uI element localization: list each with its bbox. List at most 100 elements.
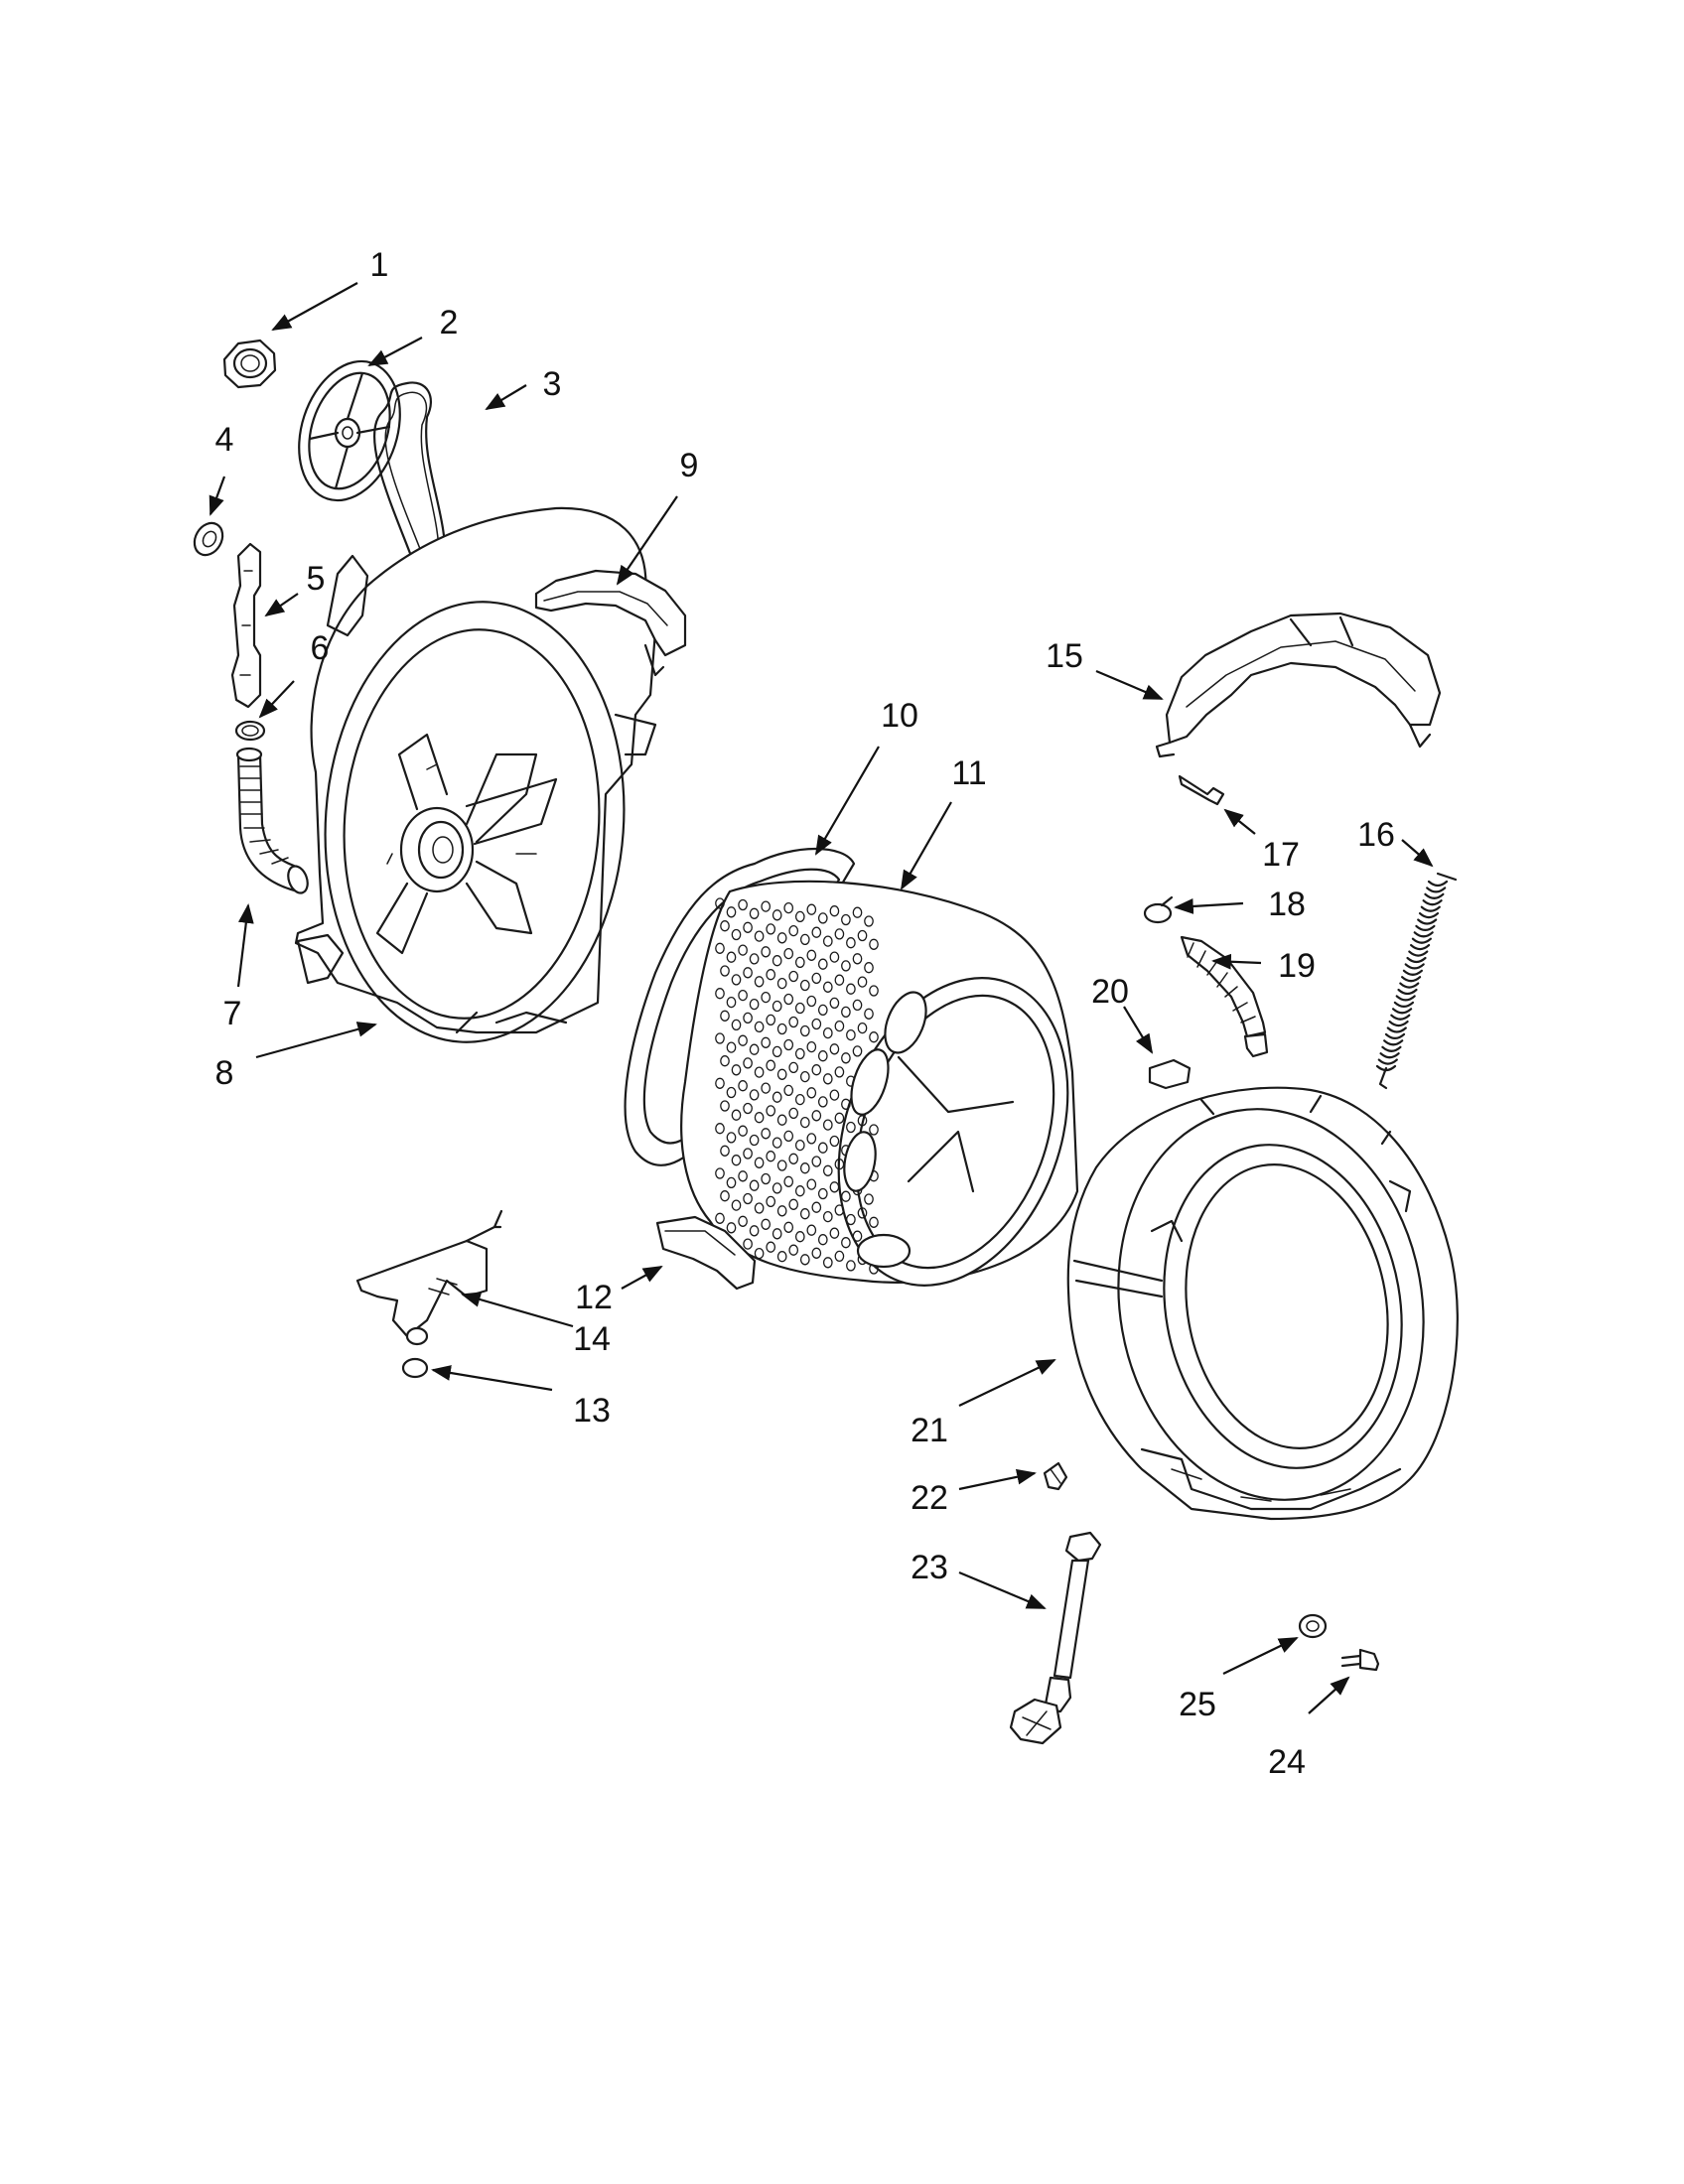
drum-perforation — [743, 1148, 753, 1160]
part-24-bolt — [1340, 1648, 1380, 1672]
part-25-grommet — [1298, 1613, 1328, 1639]
spring-coil — [1418, 912, 1440, 919]
callout-24: 24 — [1268, 1743, 1306, 1781]
drum-perforation — [794, 956, 805, 969]
drum-perforation — [841, 960, 851, 972]
drum-perforation — [822, 935, 833, 947]
part-21-front-tub — [1066, 1086, 1459, 1521]
callout-20: 20 — [1091, 973, 1129, 1011]
spring-coil — [1383, 1039, 1404, 1046]
drum-perforation — [783, 1175, 794, 1187]
drum-perforation — [749, 1043, 760, 1055]
callout-13: 13 — [573, 1392, 611, 1430]
drum-perforation — [817, 1187, 828, 1200]
drum-perforation — [761, 900, 772, 912]
part-4-nut — [193, 521, 224, 557]
spring-coil — [1415, 924, 1436, 931]
drum-perforation — [772, 1137, 782, 1149]
drum-perforation — [743, 1012, 753, 1024]
drum-perforation — [788, 1061, 799, 1074]
drum-perforation — [817, 1234, 828, 1246]
drum-perforation — [766, 969, 776, 981]
drum-perforation — [811, 1110, 822, 1122]
drum-perforation — [811, 926, 822, 938]
drum-perforation — [726, 996, 737, 1009]
spring-coil — [1390, 1014, 1411, 1021]
drum-perforation — [799, 1070, 810, 1083]
drum-perforation — [731, 1199, 742, 1211]
drum-perforation — [731, 1019, 742, 1031]
drum-perforation — [788, 924, 799, 937]
part-6-clamp — [234, 720, 266, 742]
drum-perforation — [834, 928, 845, 940]
drum-perforation — [841, 1052, 851, 1064]
drum-perforation — [806, 903, 817, 915]
drum-perforation — [754, 976, 765, 988]
drum-perforation — [864, 1193, 874, 1205]
callout-23: 23 — [911, 1549, 948, 1586]
drum-perforation — [852, 1045, 863, 1057]
part-22-clip — [1043, 1461, 1068, 1491]
drum-perforation — [852, 906, 863, 918]
drum-perforation — [715, 1123, 725, 1135]
drum-perforation — [811, 1156, 822, 1167]
drum-perforation — [869, 1124, 879, 1136]
drum-perforation — [726, 1041, 737, 1053]
spring-coil — [1410, 944, 1431, 951]
drum-perforation — [864, 1008, 874, 1020]
drum-perforation — [799, 1162, 810, 1174]
drum-perforation — [869, 1031, 879, 1043]
callout-labels: 1 2 3 4 5 6 7 8 9 10 11 12 13 14 15 16 1… — [215, 246, 1395, 1781]
callout-19: 19 — [1278, 947, 1316, 985]
drum-perforation — [738, 1170, 748, 1182]
spring-coil — [1424, 892, 1445, 899]
part-8-rear-tub — [294, 506, 659, 1043]
drum-perforation — [776, 977, 787, 990]
drum-perforation — [754, 1202, 765, 1214]
drum-perforation — [869, 938, 879, 950]
part-5-bracket — [230, 542, 262, 709]
drum-perforation — [715, 897, 725, 909]
drum-perforation — [743, 967, 753, 979]
drum-perforation — [857, 929, 868, 942]
drum-perforation — [794, 910, 805, 923]
drum-perforation — [788, 1153, 799, 1164]
drum-perforation — [829, 1135, 840, 1148]
drum-perforation — [857, 1022, 868, 1034]
drum-perforation — [829, 1181, 840, 1193]
callout-25: 25 — [1179, 1686, 1216, 1723]
spring-coil — [1384, 1032, 1406, 1039]
drum-perforation — [846, 1213, 856, 1226]
callout-5: 5 — [307, 560, 326, 598]
drum-perforation — [841, 913, 851, 926]
spring-coil — [1422, 899, 1443, 906]
drum-perforation — [829, 951, 840, 963]
drum-perforation — [772, 1045, 782, 1058]
drum-perforation — [754, 1021, 765, 1033]
drum-perforation — [743, 921, 753, 933]
drum-perforation — [715, 1077, 725, 1089]
drum-perforation — [794, 1139, 805, 1152]
part-13-o-ring — [401, 1357, 429, 1379]
drum-perforation — [776, 1205, 787, 1217]
drum-perforation — [834, 1250, 845, 1263]
drum-perforation — [726, 906, 737, 918]
spring-coil — [1381, 1045, 1402, 1052]
drum-perforation — [834, 1020, 845, 1032]
drum-perforation — [738, 1034, 748, 1046]
part-17-screw — [1178, 774, 1225, 806]
drum-perforation — [846, 1260, 856, 1272]
drum-perforation — [822, 981, 833, 993]
drum-perforation — [783, 901, 794, 914]
drum-perforation — [749, 1134, 760, 1147]
drum-perforation — [715, 1032, 725, 1044]
drum-perforation — [766, 1241, 776, 1253]
drum-perforation — [834, 1204, 845, 1216]
callout-14: 14 — [573, 1320, 611, 1358]
callout-12: 12 — [575, 1279, 613, 1316]
drum-perforation — [806, 1224, 817, 1236]
drum-perforation — [822, 1119, 833, 1131]
drum-perforation — [811, 1018, 822, 1030]
spring-coil — [1397, 988, 1418, 996]
